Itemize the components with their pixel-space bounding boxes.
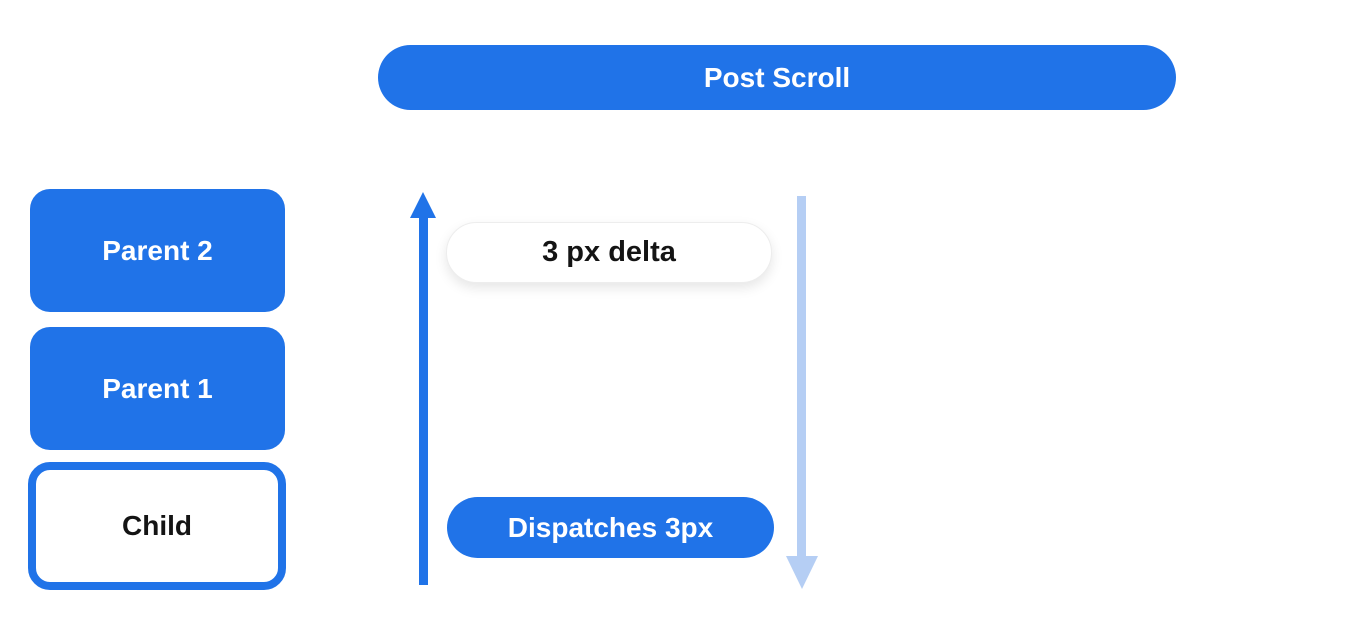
child-label: Child — [122, 510, 192, 541]
post-scroll-bar: Post Scroll — [378, 45, 1176, 110]
dispatches-pill: Dispatches 3px — [447, 497, 774, 558]
parent-2-label: Parent 2 — [102, 234, 213, 266]
parent-1-label: Parent 1 — [102, 372, 213, 404]
child-box: Child — [28, 462, 286, 590]
parent-2-box: Parent 2 — [30, 189, 285, 312]
post-scroll-label: Post Scroll — [703, 61, 851, 93]
up-arrow-shaft — [419, 214, 428, 585]
down-arrow-head — [786, 556, 818, 589]
up-arrow-head — [410, 192, 436, 218]
delta-pill: 3 px delta — [446, 222, 772, 283]
down-arrow-shaft — [797, 196, 806, 556]
delta-pill-label: 3 px delta — [542, 236, 676, 268]
parent-1-box: Parent 1 — [30, 327, 285, 450]
dispatches-pill-label: Dispatches 3px — [507, 511, 714, 543]
